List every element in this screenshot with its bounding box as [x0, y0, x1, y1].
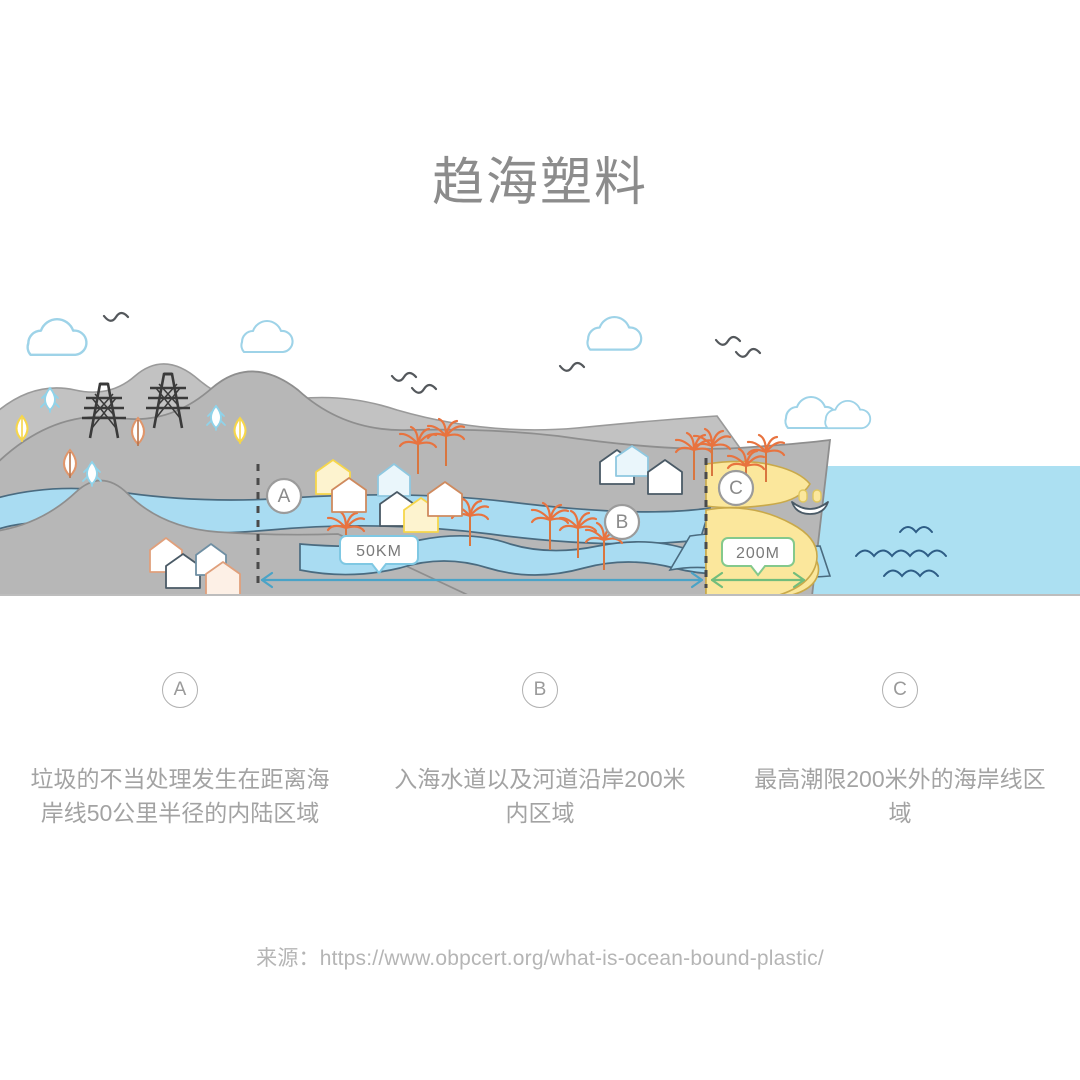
- callout-50km-label: 50KM: [356, 543, 402, 560]
- house-icon: [205, 561, 241, 596]
- ocean-bound-plastic-illustration: A B C 50KM 200M: [0, 300, 1080, 600]
- legend-text-a: 垃圾的不当处理发生在距离海岸线50公里半径的内陆区域: [30, 766, 330, 826]
- page-title: 趋海塑料: [431, 154, 648, 212]
- legend-text-c: 最高潮限200米外的海岸线区域: [754, 766, 1046, 826]
- legend-item-a: A 垃圾的不当处理发生在距离海岸线50公里半径的内陆区域: [0, 672, 360, 830]
- legend-item-c: C 最高潮限200米外的海岸线区域: [720, 672, 1080, 830]
- measure-arrow-50km: [260, 571, 704, 589]
- svg-text:C: C: [729, 478, 743, 499]
- map-marker-b: B: [603, 503, 641, 541]
- measure-arrow-200m: [710, 571, 806, 589]
- legend-badge-c: C: [881, 672, 918, 708]
- house-icon: [377, 463, 411, 497]
- callout-50km: 50KM: [339, 535, 419, 575]
- source-citation: 来源：https://www.obpcert.org/what-is-ocean…: [256, 947, 824, 970]
- legend-badge-b: B: [521, 672, 558, 708]
- callout-200m: 200M: [721, 537, 795, 577]
- house-icon: [647, 459, 683, 495]
- callout-200m-label: 200M: [736, 545, 780, 562]
- boat-icon: [791, 489, 829, 515]
- svg-text:B: B: [616, 512, 629, 533]
- legend-badge-a: A: [161, 672, 198, 708]
- illustration-svg: A B C 50KM 200M: [0, 300, 1080, 596]
- map-marker-a: A: [265, 477, 303, 515]
- house-icon: [427, 481, 463, 517]
- house-icon: [165, 553, 201, 589]
- house-icon: [331, 477, 367, 513]
- legend: A 垃圾的不当处理发生在距离海岸线50公里半径的内陆区域 B 入海水道以及河道沿…: [0, 672, 1080, 830]
- map-marker-c: C: [717, 469, 755, 507]
- legend-item-b: B 入海水道以及河道沿岸200米内区域: [360, 672, 720, 830]
- house-icon: [615, 445, 649, 477]
- legend-text-b: 入海水道以及河道沿岸200米内区域: [394, 766, 686, 826]
- svg-text:A: A: [278, 486, 291, 507]
